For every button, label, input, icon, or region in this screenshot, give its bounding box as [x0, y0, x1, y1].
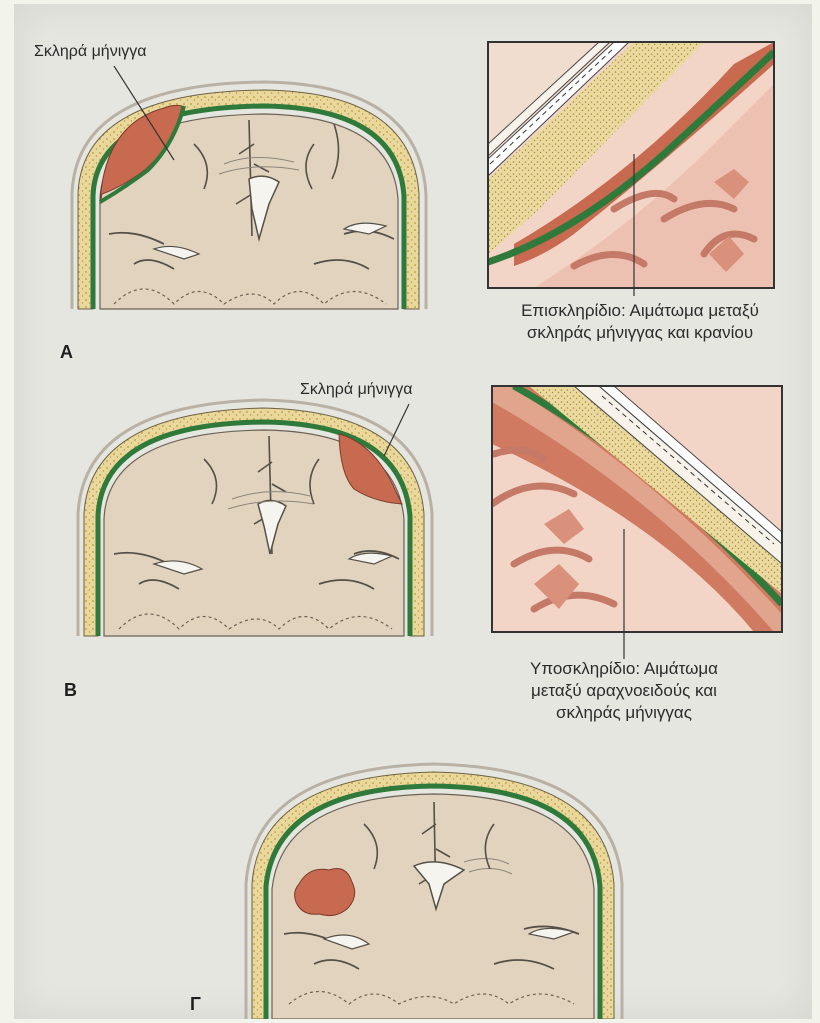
subdural-caption: Υποσκληρίδιο: Αιμάτωμα μεταξύ αραχνοειδο… — [474, 658, 774, 724]
panel-g-coronal-section — [246, 764, 622, 1019]
textbook-page: Σκληρά μήνιγγα A Επισκληρίδιο: Αιμάτωμα … — [14, 4, 812, 1019]
panel-letter-b: Β — [64, 680, 77, 701]
panel-letter-a: A — [60, 342, 73, 363]
subdural-caption-line3: σκληράς μήνιγγας — [474, 702, 774, 724]
subdural-caption-line1: Υποσκληρίδιο: Αιμάτωμα — [474, 658, 774, 680]
dura-label-a: Σκληρά μήνιγγα — [34, 42, 147, 63]
dura-label-b: Σκληρά μήνιγγα — [300, 380, 413, 401]
panel-letter-g: Γ — [190, 994, 201, 1015]
meninges-illustration — [14, 4, 812, 1019]
panel-b-coronal-section — [78, 400, 432, 636]
panel-a-coronal-section — [72, 66, 426, 309]
epidural-caption-line2: σκληράς μήνιγγας και κρανίου — [470, 322, 810, 344]
panel-a-magnified-inset — [488, 42, 774, 296]
subdural-caption-line2: μεταξύ αραχνοειδούς και — [474, 680, 774, 702]
panel-b-magnified-inset — [492, 386, 782, 659]
epidural-caption-line1: Επισκληρίδιο: Αιμάτωμα μεταξύ — [470, 300, 810, 322]
epidural-caption: Επισκληρίδιο: Αιμάτωμα μεταξύ σκληράς μή… — [470, 300, 810, 344]
